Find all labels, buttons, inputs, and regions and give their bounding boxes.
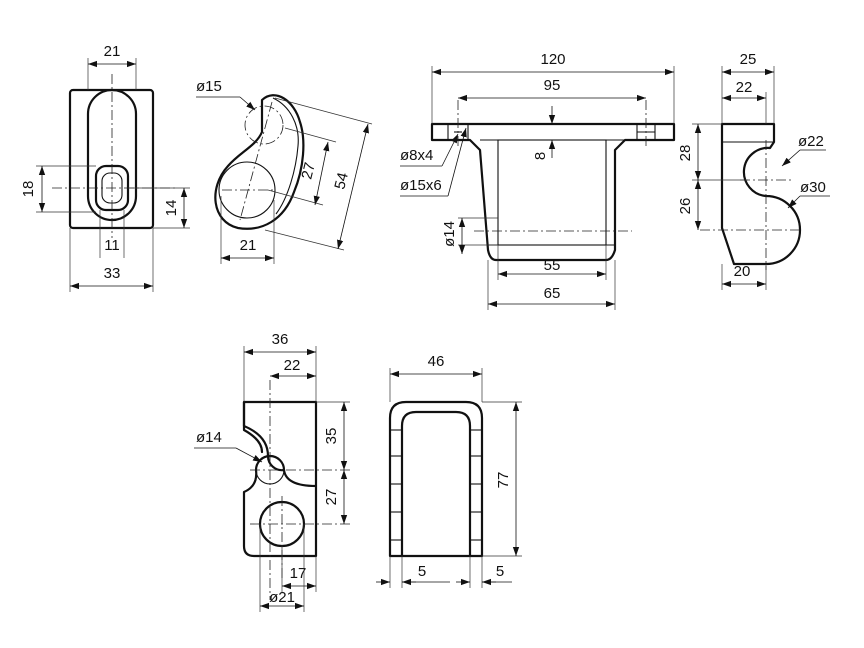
dim-dia-21: ø21 xyxy=(269,589,295,606)
dim-55: 55 xyxy=(544,257,561,274)
dim-hole: ø15x6 xyxy=(400,177,442,194)
dim-20: 20 xyxy=(734,263,751,280)
dim-95: 95 xyxy=(544,77,561,94)
dim-22-side: 22 xyxy=(736,79,753,96)
dim-77: 77 xyxy=(495,472,512,489)
dim-14-slot: 14 xyxy=(163,200,180,217)
dim-5-left: 5 xyxy=(418,563,426,580)
dim-27: 27 xyxy=(298,161,319,181)
dim-46: 46 xyxy=(428,353,445,370)
dim-28: 28 xyxy=(677,145,694,162)
dim-21: 21 xyxy=(104,43,121,60)
view-curved-hook: ø15 27 54 21 xyxy=(196,78,373,264)
dim-26: 26 xyxy=(677,198,694,215)
view-u-frame: 46 77 5 5 xyxy=(376,353,522,588)
dim-5-right: 5 xyxy=(496,563,504,580)
dim-22-bracket: 22 xyxy=(284,357,301,374)
view-side-notches: 25 22 28 26 ø22 ø30 20 xyxy=(677,51,830,290)
dim-dia-15: ø15 xyxy=(196,78,222,95)
dim-dia-14-bracket: ø14 xyxy=(196,429,222,446)
view-front: 120 95 8 ø8x4 ø15x6 ø14 55 65 xyxy=(400,51,676,310)
dim-35: 35 xyxy=(323,428,340,445)
dim-18: 18 xyxy=(20,181,37,198)
dim-17: 17 xyxy=(290,565,307,582)
dim-65: 65 xyxy=(544,285,561,302)
dim-8: 8 xyxy=(532,152,549,160)
dim-cbore: ø8x4 xyxy=(400,147,433,164)
dim-27-bracket: 27 xyxy=(323,489,340,506)
dim-120: 120 xyxy=(540,51,565,68)
dim-36: 36 xyxy=(272,331,289,348)
view-bracket: 36 22 35 27 ø14 17 ø21 xyxy=(194,331,350,612)
dim-54: 54 xyxy=(331,171,352,191)
dim-33: 33 xyxy=(104,265,121,282)
dim-11: 11 xyxy=(104,237,120,254)
dim-dia-30: ø30 xyxy=(800,179,826,196)
dim-21-curved: 21 xyxy=(240,237,257,254)
dim-dia-22: ø22 xyxy=(798,133,824,150)
dim-25: 25 xyxy=(740,51,757,68)
view-side-slot: 21 18 14 11 33 xyxy=(20,43,190,292)
dim-dia-14-front: ø14 xyxy=(441,221,458,247)
